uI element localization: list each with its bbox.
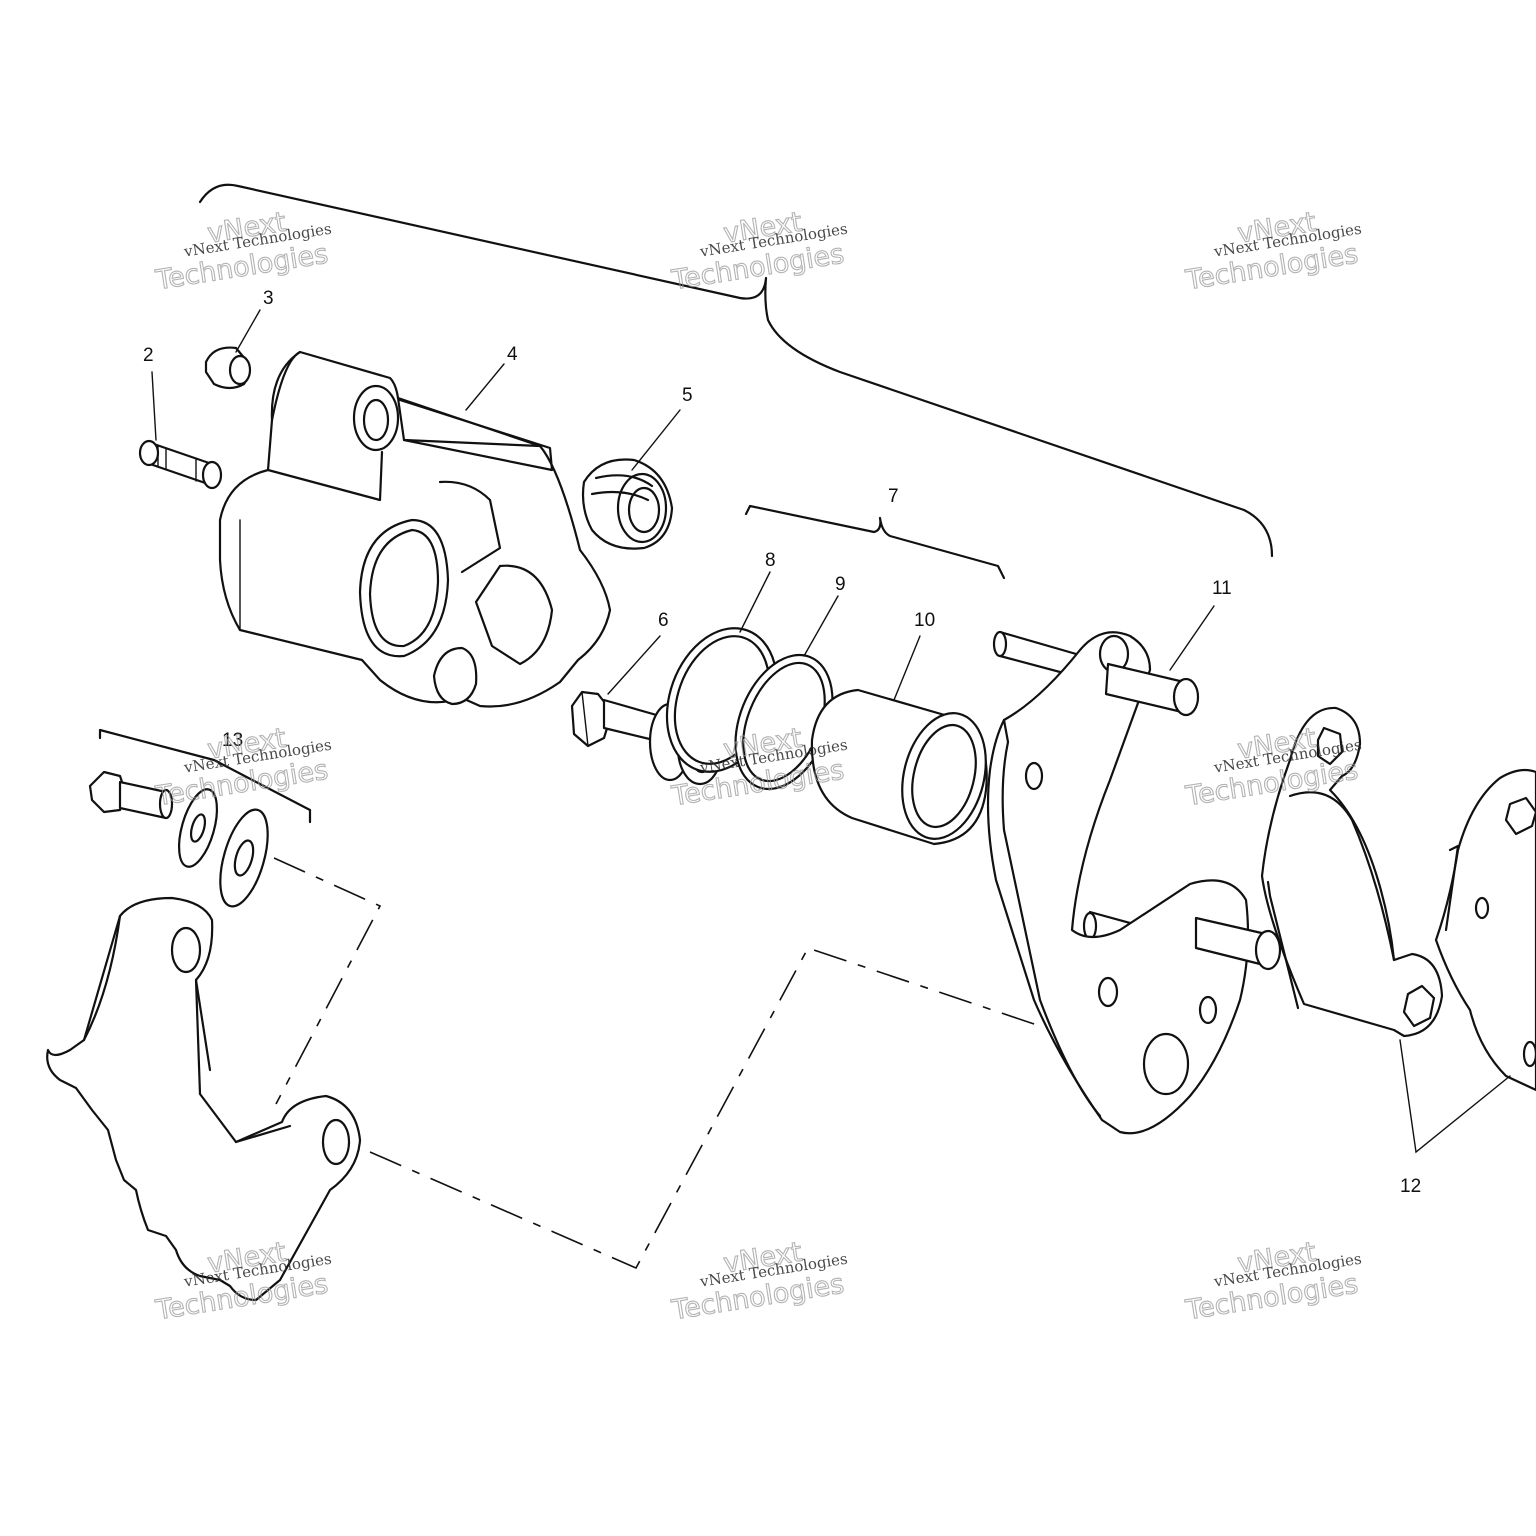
- watermark-3: vNext vNext Technologies Technologies: [1182, 206, 1362, 297]
- part-13-bolt-washer-set: [88, 728, 312, 908]
- watermark-2: vNext vNext Technologies Technologies: [668, 206, 848, 297]
- watermark-6: vNext vNext Technologies Technologies: [1182, 722, 1362, 813]
- assembly-guide-lines: [273, 857, 1041, 1270]
- part-4-caliper-body: [218, 350, 612, 708]
- part-10-piston: [810, 688, 988, 846]
- callout-9: 9: [835, 574, 846, 595]
- watermark-8: vNext vNext Technologies Technologies: [668, 1236, 848, 1327]
- part-11-mounting-bracket: [986, 630, 1282, 1135]
- part-3-cap: [204, 346, 252, 390]
- callout-12: 12: [1400, 1176, 1421, 1197]
- callout-8: 8: [765, 550, 776, 571]
- callout-4: 4: [507, 344, 518, 365]
- watermark-4: vNext vNext Technologies Technologies: [152, 722, 332, 813]
- watermark-9: vNext vNext Technologies Technologies: [1182, 1236, 1362, 1327]
- assembly-bracket: [198, 183, 1274, 558]
- group-7-bracket: [744, 504, 1006, 580]
- watermark-1: vNext vNext Technologies Technologies: [152, 206, 332, 297]
- callout-11: 11: [1212, 578, 1232, 599]
- part-12-brake-pads: [1260, 706, 1536, 1092]
- leader-lines: [151, 309, 1511, 1154]
- callout-13: 13: [222, 730, 243, 751]
- part-5-boot: [581, 458, 674, 550]
- callout-6: 6: [658, 610, 669, 631]
- callout-7: 7: [888, 486, 899, 507]
- callout-5: 5: [682, 385, 693, 406]
- callout-2: 2: [143, 345, 154, 366]
- steering-knuckle: [46, 896, 362, 1302]
- part-6-bolt: [570, 690, 664, 748]
- callout-10: 10: [914, 610, 935, 631]
- callout-3: 3: [263, 288, 274, 309]
- callout-numbers: 2 3 4 5 6 7 8 9 10 11 12 13: [143, 288, 1421, 1197]
- part-2-bleeder-screw: [138, 439, 223, 490]
